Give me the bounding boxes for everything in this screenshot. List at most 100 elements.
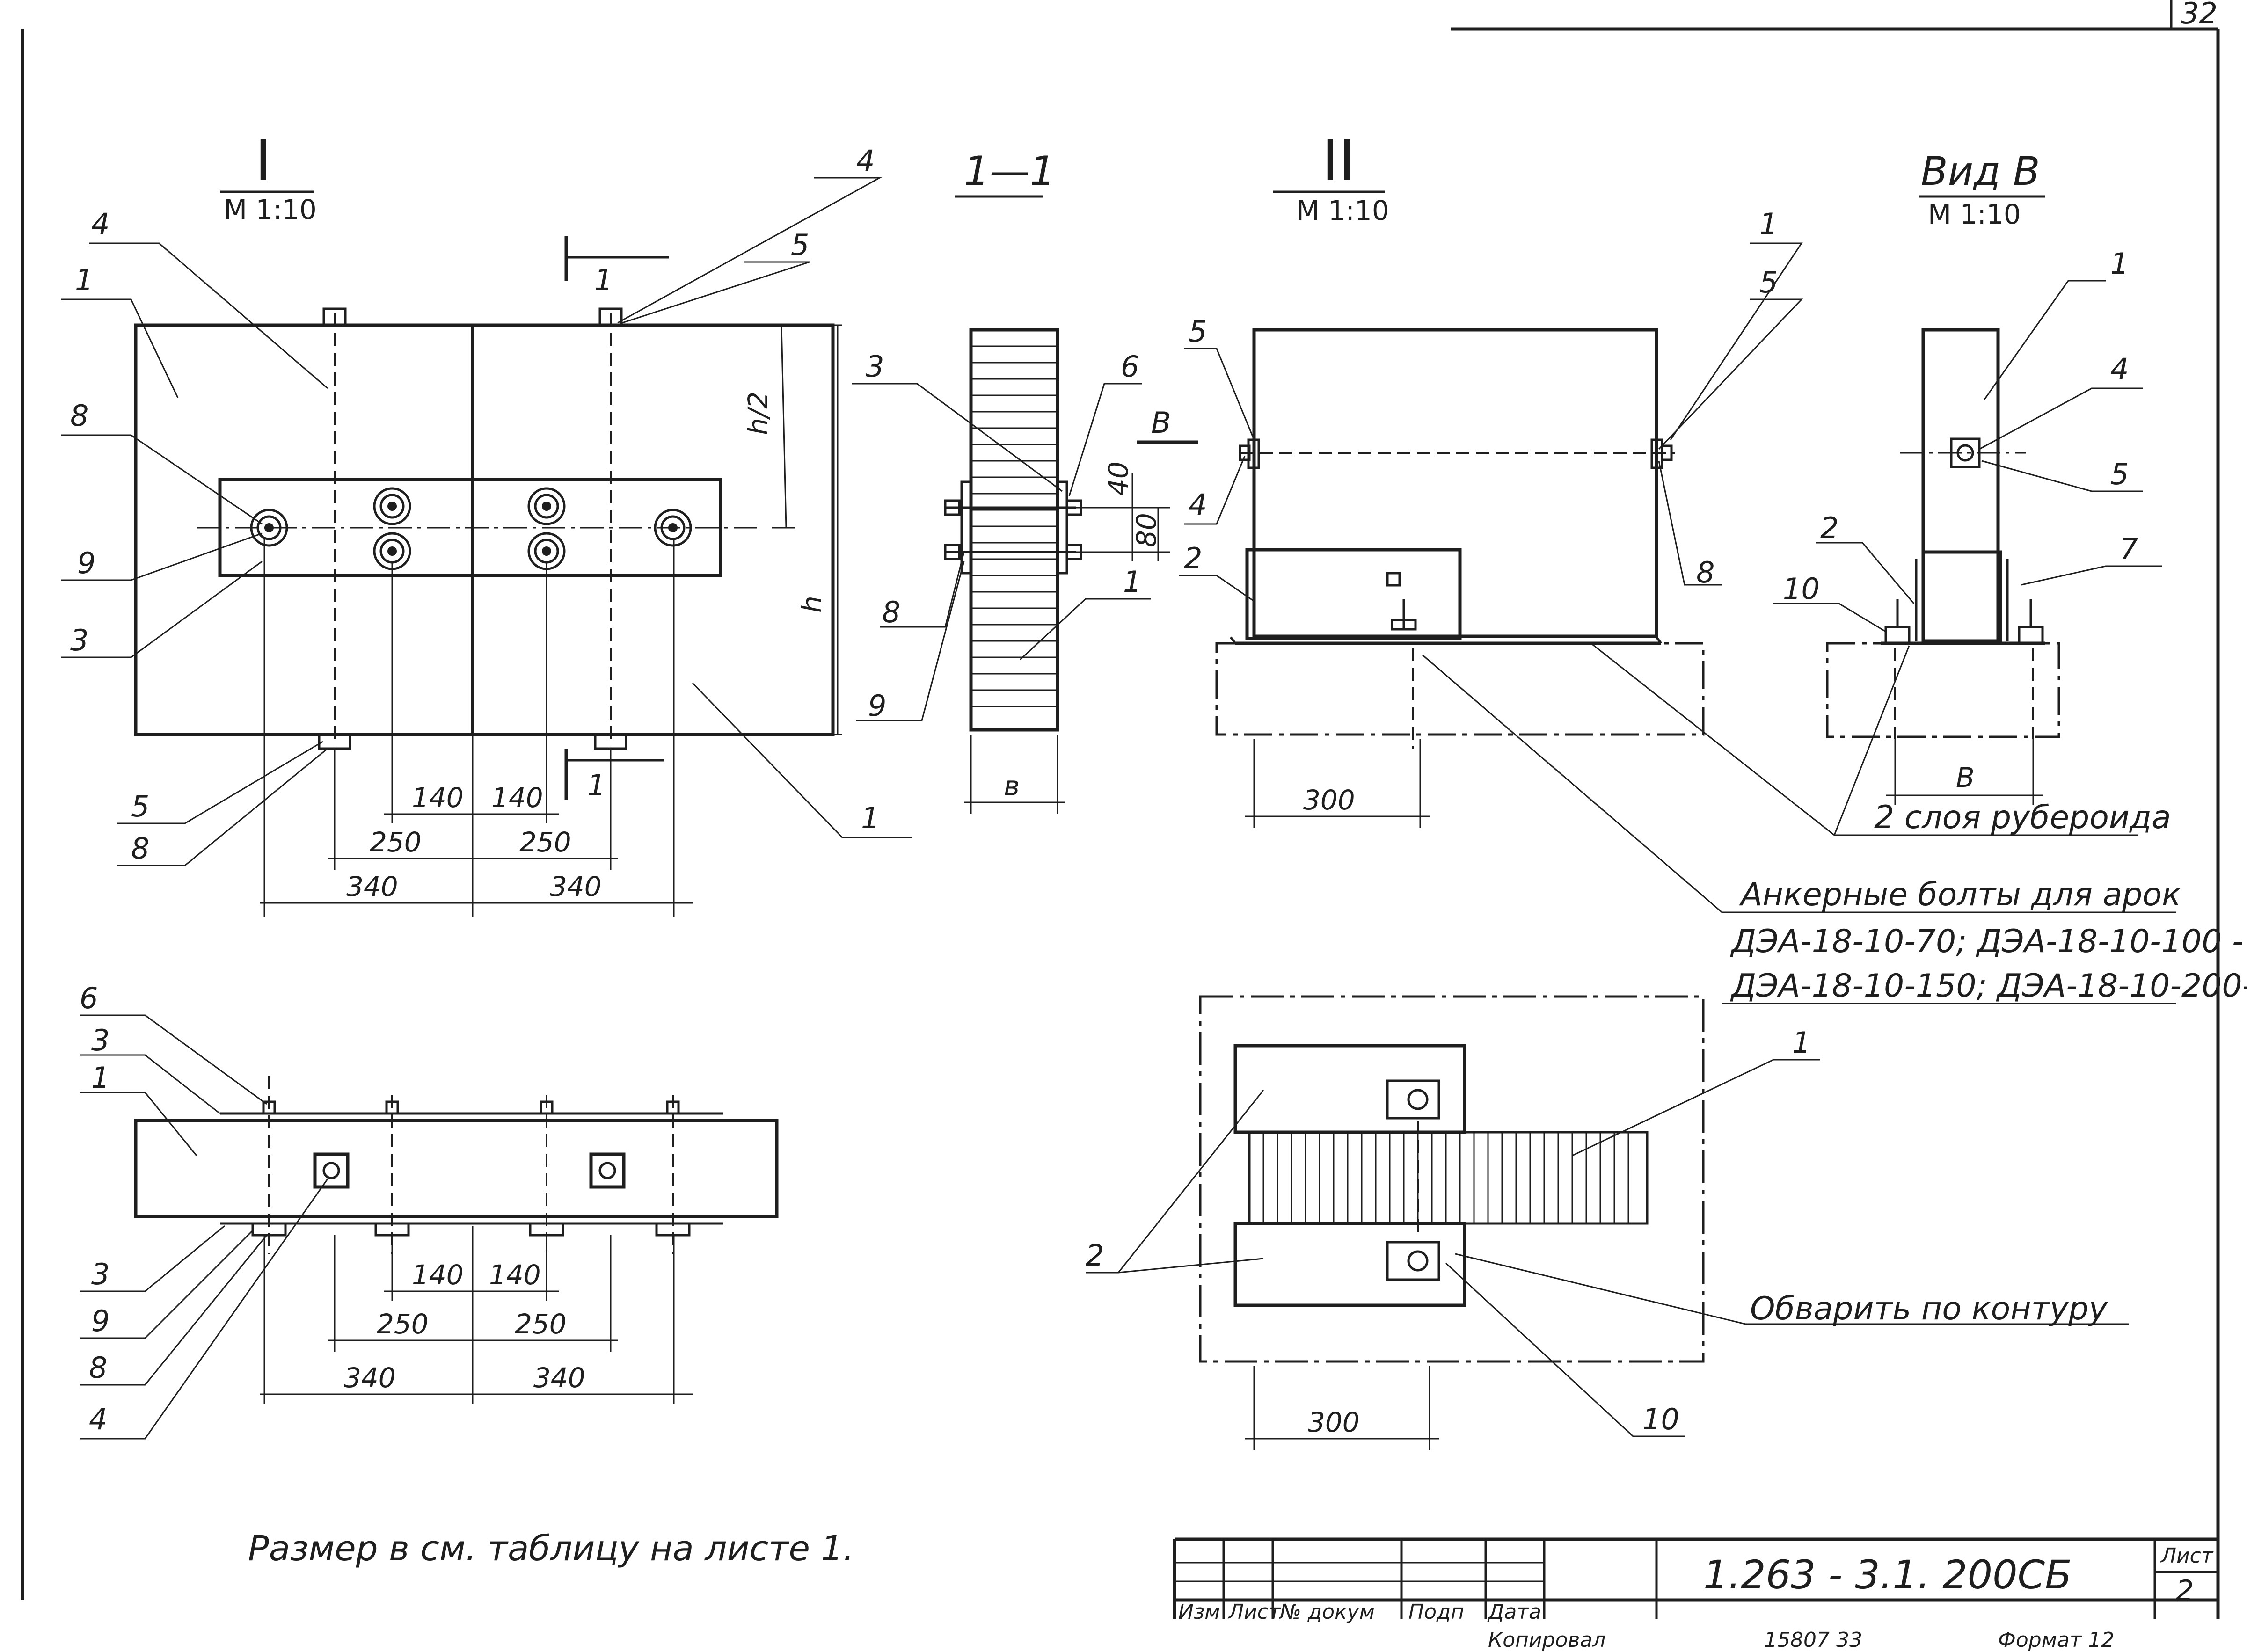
arch-element-left <box>134 323 474 736</box>
foundation-vb <box>1826 642 2060 738</box>
callout-1-section: 1 <box>1123 565 1141 599</box>
callout-10-plan: 10 <box>1642 1402 1679 1436</box>
dim-250-right: 250 <box>519 826 571 858</box>
plan-element <box>134 1119 779 1218</box>
dim-140-plan-left: 140 <box>412 1259 464 1291</box>
dim-340-plan-right: 340 <box>533 1362 585 1394</box>
section-mark-bottom: 1 <box>587 768 606 802</box>
callout-3-section: 3 <box>866 349 884 384</box>
view-b-scale: М 1:10 <box>1928 198 2021 230</box>
callout-7-vb: 7 <box>2120 532 2138 566</box>
shoe-vb <box>1921 550 2002 643</box>
view-1-scale: М 1:10 <box>224 194 317 226</box>
callout-2-plan: 2 <box>1086 1238 1104 1273</box>
callout-5-vb: 5 <box>2110 457 2129 491</box>
view-2-title: II <box>1322 129 1355 194</box>
callout-4-plan: 4 <box>89 1402 107 1436</box>
element-plan <box>1248 1131 1649 1225</box>
tb-copied: Копировал <box>1488 1628 1605 1652</box>
anchor-note: Анкерные болты для арок ДЭА-18-10-70; ДЭ… <box>1422 654 2247 1004</box>
foundation-v2 <box>1215 642 1705 736</box>
arrow-b-label: В <box>1151 406 1171 440</box>
dim-340-plan-left: 340 <box>344 1362 396 1394</box>
anchor-note-line2: ДЭА-18-10-70; ДЭА-18-10-100 - М16; <box>1730 923 2247 960</box>
dim-b-width: в <box>1004 770 1020 802</box>
dim-80: 80 <box>1131 513 1162 547</box>
sheet-border <box>21 0 2220 1619</box>
dim-340-left: 340 <box>346 871 398 902</box>
view-1-title: I <box>255 129 271 194</box>
dim-250-left: 250 <box>370 826 422 858</box>
section-element <box>969 328 1059 732</box>
callout-9-plan: 9 <box>91 1304 109 1338</box>
anchor-note-line3: ДЭА-18-10-150; ДЭА-18-10-200-М20 <box>1730 968 2247 1004</box>
callout-9-section: 9 <box>868 689 886 723</box>
callout-8-section: 8 <box>882 595 900 629</box>
dim-300-plan: 300 <box>1308 1406 1360 1438</box>
dim-340-right: 340 <box>550 871 602 902</box>
dim-140-plan-right: 140 <box>489 1259 541 1291</box>
section-mark-top: 1 <box>594 263 613 297</box>
callout-4-vb: 4 <box>2110 352 2129 386</box>
section-1-1: 1—1 40 80 <box>852 148 1198 814</box>
tb-designation: 1.263 - 3.1. 200СБ <box>1703 1552 2072 1598</box>
callout-5-v2-left: 5 <box>1189 314 1207 349</box>
callout-6-section: 6 <box>1121 349 1139 384</box>
dim-h: h <box>796 596 828 613</box>
tb-sheet-number: 2 <box>2176 1574 2194 1607</box>
dim-250-plan-right: 250 <box>515 1308 567 1340</box>
arch-element-v2 <box>1252 328 1658 638</box>
callout-10-vb: 10 <box>1783 572 1820 606</box>
note-weld: Обварить по контуру <box>1750 1290 2108 1327</box>
callout-3-left: 3 <box>70 623 88 657</box>
view-2: II М 1:10 300 5 1 5 4 2 8 <box>1179 129 1803 828</box>
tb-number: 15807 33 <box>1764 1628 1862 1652</box>
dim-140-left: 140 <box>412 782 464 814</box>
tb-header-doc: № докум <box>1278 1600 1375 1624</box>
plan-view-foundation: 300 2 1 10 Обварить по контуру <box>1086 995 2129 1450</box>
callout-1-top: 1 <box>75 263 93 297</box>
callout-9-left: 9 <box>77 546 95 580</box>
callout-1-vb: 1 <box>2110 247 2129 281</box>
arch-element-vb <box>1921 328 2000 645</box>
view-1: I М 1:10 1 1 h/2 h <box>61 129 912 917</box>
page-number: 32 <box>2181 0 2218 30</box>
section-title: 1—1 <box>964 148 1055 195</box>
view-2-scale: М 1:10 <box>1296 195 1389 226</box>
callout-1-v2: 1 <box>1759 207 1778 241</box>
callout-3-plan-bottom: 3 <box>91 1257 109 1291</box>
title-block: Изм Лист № докум Подп Дата 1.263 - 3.1. … <box>1173 1537 2218 1652</box>
shoe-plan-bottom <box>1233 1222 1466 1307</box>
anchor-note-line1: Анкерные болты для арок <box>1739 876 2181 913</box>
callout-5-bottom: 5 <box>131 789 149 823</box>
dim-300-v2: 300 <box>1303 784 1355 816</box>
callout-4-top: 4 <box>856 144 875 178</box>
note-roofing: 2 слоя рубероида <box>1874 799 2171 836</box>
foundation-plan <box>1199 995 1705 1363</box>
plan-view-left: 140 140 250 250 340 340 6 3 1 3 9 8 4 <box>80 981 779 1440</box>
tb-sheet-label: Лист <box>2160 1544 2214 1568</box>
callout-6-plan: 6 <box>80 981 98 1015</box>
callout-1-right: 1 <box>861 801 879 835</box>
callout-5-v2-right: 5 <box>1759 265 1778 299</box>
callout-2-vb: 2 <box>1820 511 1838 545</box>
view-b-title: Вид В <box>1921 148 2040 194</box>
dim-h-half: h/2 <box>742 392 774 435</box>
callout-5-top: 5 <box>791 228 809 262</box>
callout-8-bottom: 8 <box>131 831 149 866</box>
tb-header-izm: Изм <box>1178 1600 1220 1624</box>
callout-8-left: 8 <box>70 399 88 433</box>
callout-1-plan-f: 1 <box>1792 1026 1810 1060</box>
callout-8-v2: 8 <box>1696 555 1714 589</box>
dim-250-plan-left: 250 <box>377 1308 429 1340</box>
view-b: Вид В М 1:10 В 1 4 5 2 10 7 2 сло <box>1590 148 2171 836</box>
dim-b-label: В <box>1956 762 1975 793</box>
tb-header-list: Лист <box>1227 1600 1281 1624</box>
callout-1-plan: 1 <box>91 1061 109 1095</box>
dim-40: 40 <box>1102 461 1134 496</box>
shoe-v2 <box>1245 548 1462 640</box>
tb-header-date: Дата <box>1487 1600 1541 1624</box>
dim-140-right: 140 <box>491 782 543 814</box>
tb-header-sign: Подп <box>1408 1600 1464 1624</box>
